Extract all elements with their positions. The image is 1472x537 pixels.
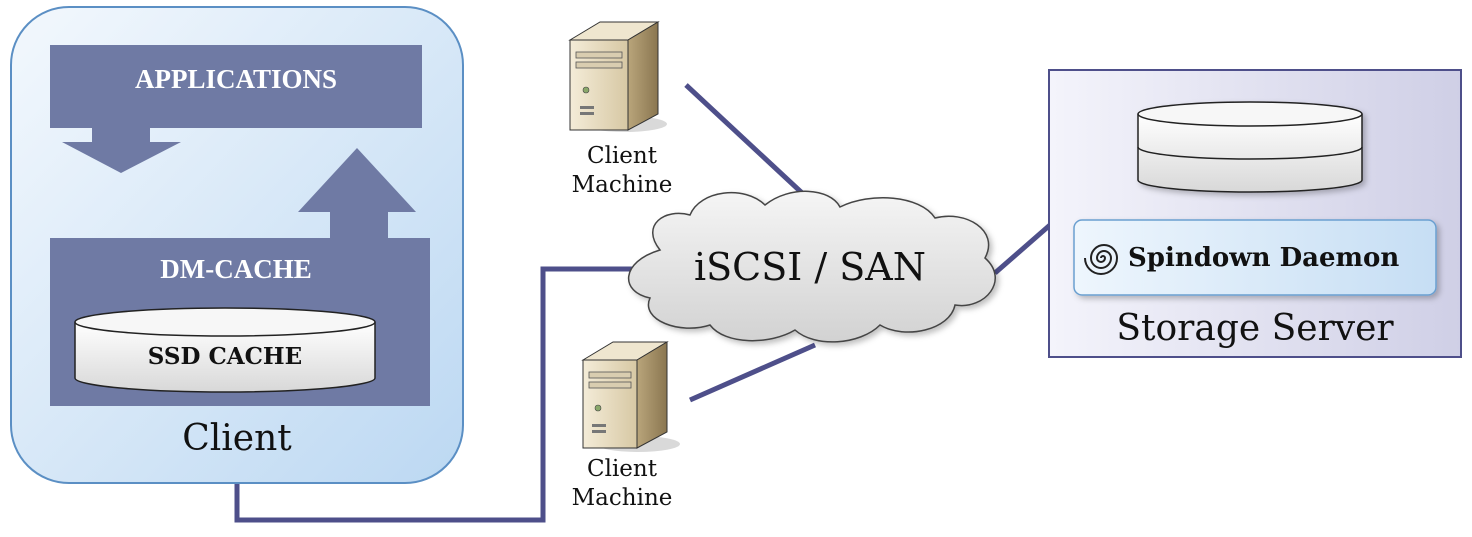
spiral-icon xyxy=(1084,244,1119,275)
ssd-cache-disk xyxy=(74,307,376,393)
disk-icon xyxy=(1137,101,1363,193)
client-panel xyxy=(10,6,464,484)
storage-server-title: Storage Server xyxy=(1116,308,1394,349)
ssd-cache-label: SSD CACHE xyxy=(147,343,303,370)
storage-server-panel xyxy=(1048,69,1462,358)
applications-block xyxy=(50,45,422,128)
machine-1-label: Client Machine xyxy=(548,142,696,200)
machine1-to-san-line xyxy=(684,83,817,207)
client-title: Client xyxy=(182,418,292,459)
cloud-icon xyxy=(627,190,996,343)
spindown-daemon-box xyxy=(1073,219,1437,296)
applications-label: APPLICATIONS xyxy=(134,64,338,94)
down-arrow xyxy=(62,128,181,173)
spindown-daemon-label: Spindown Daemon xyxy=(1128,243,1400,273)
machine-2-label-line1: Client xyxy=(587,456,657,482)
connection-lines xyxy=(234,83,1052,523)
server-tower-icon xyxy=(568,21,667,132)
network-label: iSCSI / SAN xyxy=(694,245,926,289)
dm-cache-label: DM-CACHE xyxy=(160,254,312,284)
machine-2-label: Client Machine xyxy=(548,455,696,513)
san-to-storage-line xyxy=(993,223,1052,275)
machine2-to-san-line xyxy=(688,342,817,403)
machine-1-label-line1: Client xyxy=(587,143,657,169)
machine-1-label-line2: Machine xyxy=(571,172,673,198)
client-to-san-line xyxy=(234,266,660,523)
server-tower-icon xyxy=(581,341,680,452)
machine-2-label-line2: Machine xyxy=(571,485,673,511)
